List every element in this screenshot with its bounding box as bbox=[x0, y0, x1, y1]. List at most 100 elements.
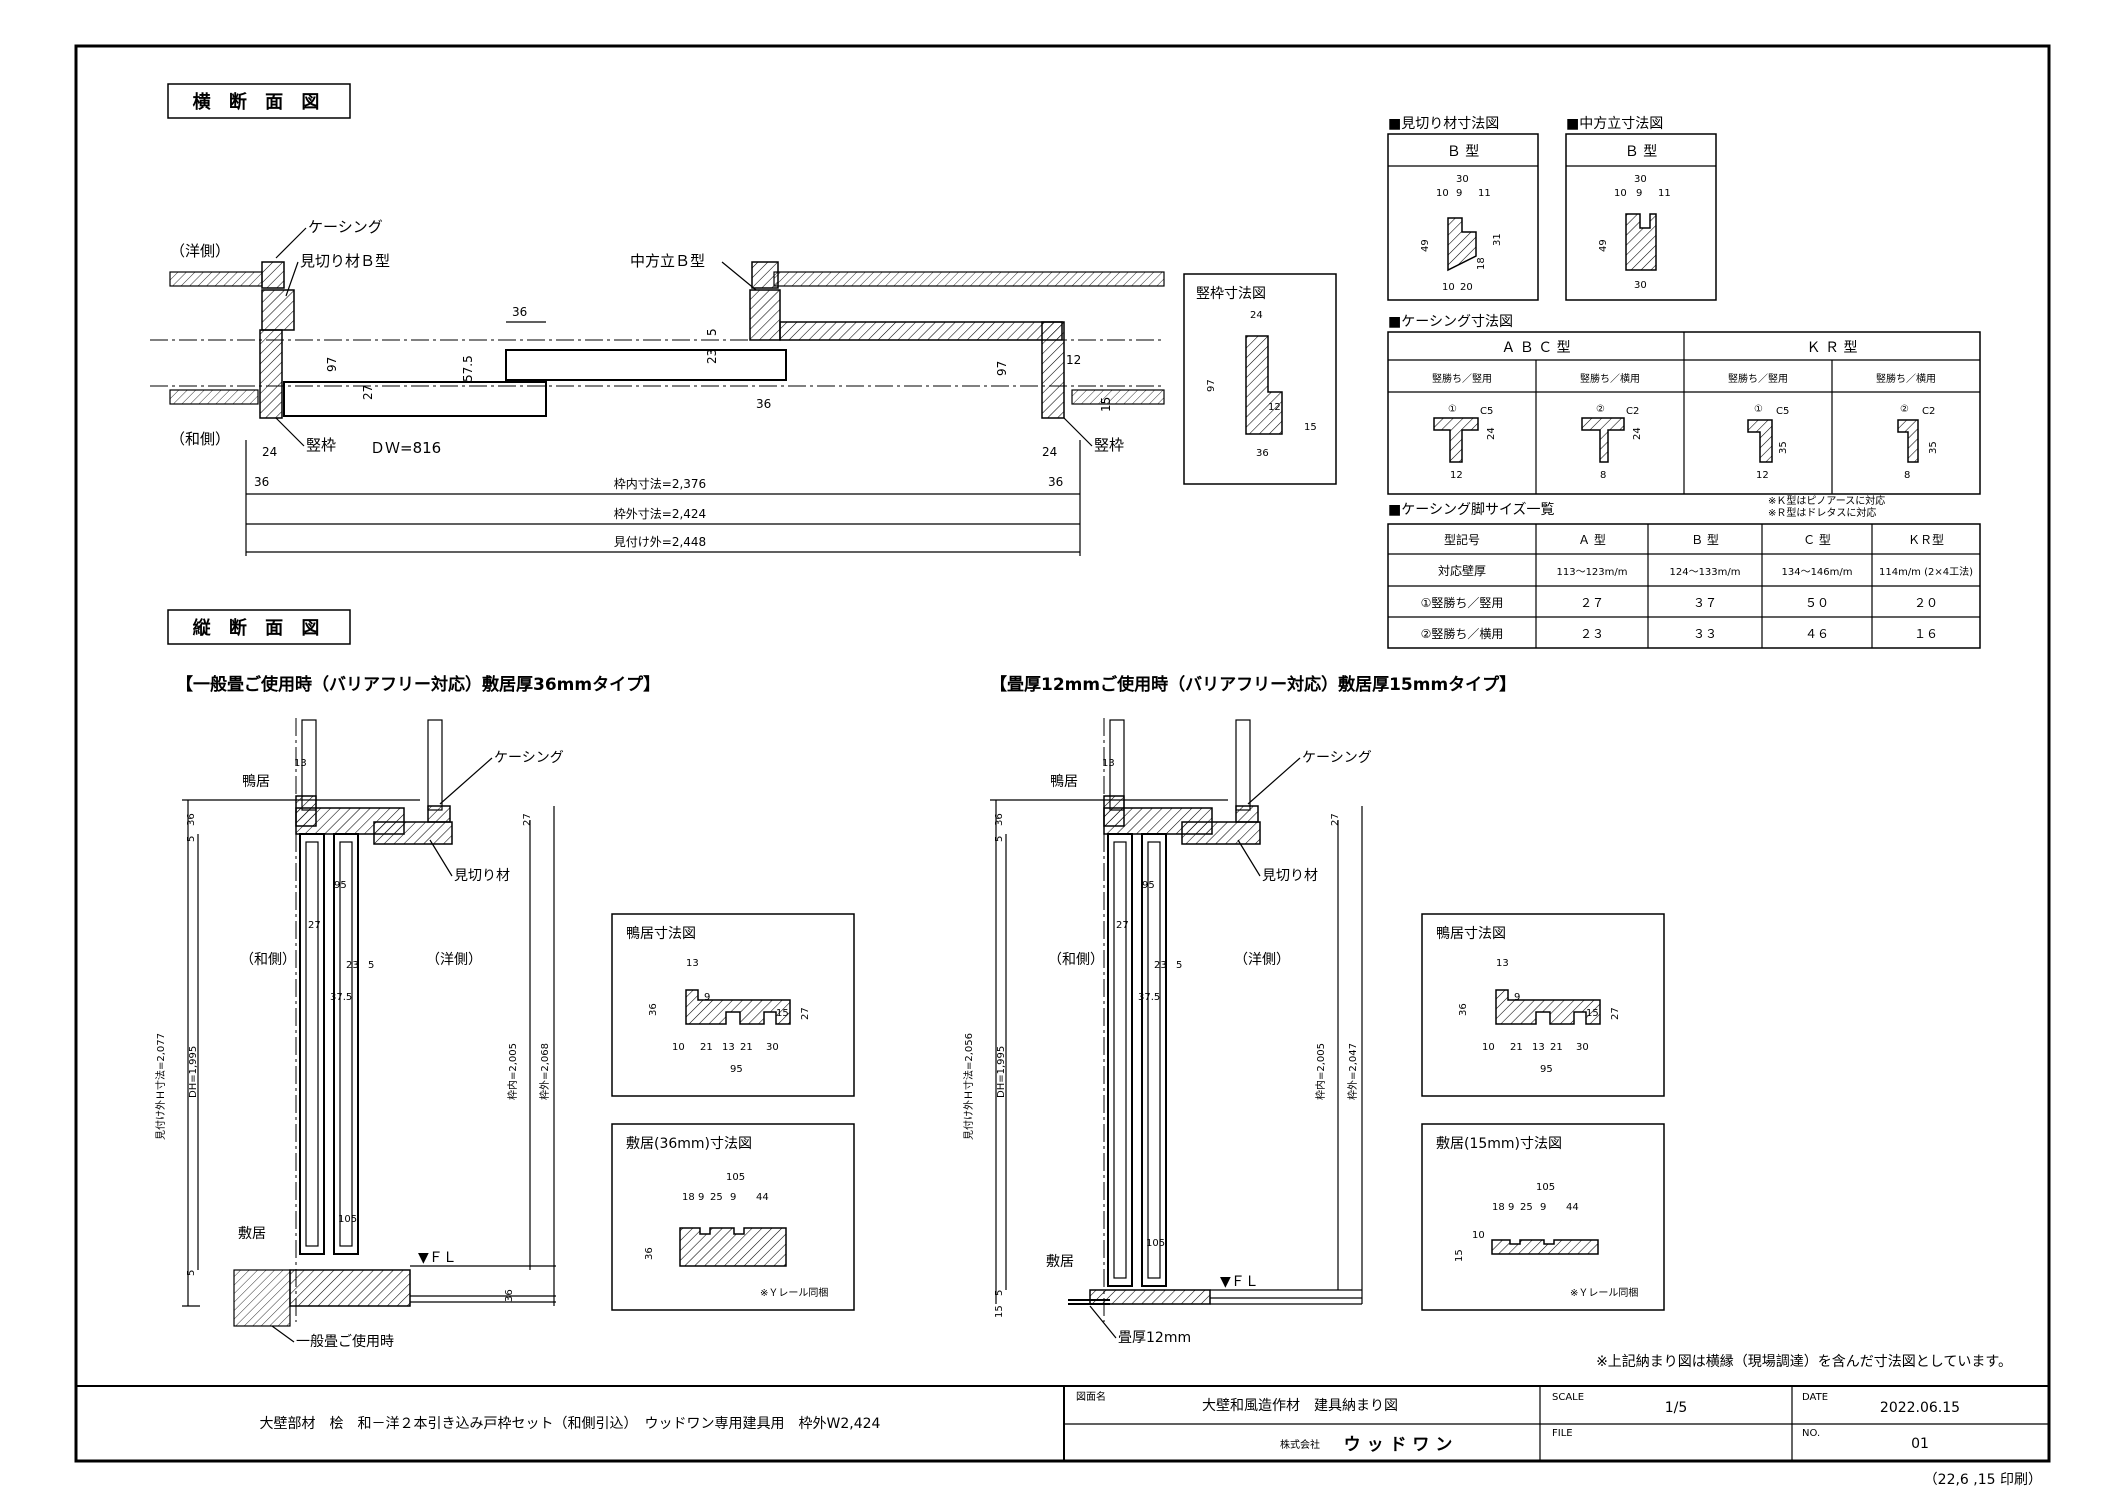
casing-c4-c: C2 bbox=[1922, 406, 1935, 417]
mikiri-d9: 9 bbox=[1456, 188, 1462, 199]
kamoi-right-d27: 27 bbox=[1610, 1007, 1621, 1020]
left-wa: （和側） bbox=[240, 952, 296, 968]
size-note-2: ※Ｒ型はドレタスに対応 bbox=[1768, 506, 1876, 519]
shikii-right-d10: 10 bbox=[1472, 1230, 1485, 1241]
shikii-left-t3: 9 bbox=[730, 1192, 736, 1203]
section-title-box bbox=[167, 609, 351, 645]
shikii-right-d15: 15 bbox=[1454, 1249, 1465, 1262]
left-d27: 27 bbox=[522, 813, 533, 826]
mikiri-d10: 10 bbox=[1436, 188, 1449, 199]
kamoi-left-d9: 9 bbox=[704, 992, 710, 1003]
size-r0c3: 134～146m/m bbox=[1781, 567, 1852, 578]
shikii-detail-right-box bbox=[1421, 1123, 1665, 1311]
casing-shape-2 bbox=[1581, 417, 1625, 463]
casing-shape-1 bbox=[1433, 417, 1479, 463]
kamoi-right-d95: 95 bbox=[1540, 1064, 1553, 1075]
leader-tatewaku-r bbox=[1063, 417, 1093, 447]
door-panel-west bbox=[505, 349, 787, 381]
plan-inner: 枠内寸法=2,376 bbox=[614, 477, 706, 491]
left-d27b: 27 bbox=[308, 920, 321, 931]
shikii-left-t2: 25 bbox=[710, 1192, 723, 1203]
leader-naka bbox=[721, 261, 757, 291]
casing-c2-b: 8 bbox=[1600, 470, 1606, 481]
footer-file-label: FILE bbox=[1552, 1428, 1573, 1439]
plan-dim-12: 12 bbox=[1066, 353, 1081, 367]
kamoi-left-d15: 15 bbox=[776, 1008, 789, 1019]
size-r0c1: 113～123m/m bbox=[1556, 567, 1627, 578]
plan-mitsuke: 見付け外=2,448 bbox=[614, 535, 706, 549]
size-r0c0: 対応壁厚 bbox=[1438, 563, 1486, 578]
right-tatami-leader bbox=[1089, 1305, 1117, 1339]
casing-c2-mark: ② bbox=[1596, 404, 1605, 415]
left-mitsuke-h: 見付け外Ｈ寸法=2,077 bbox=[154, 1033, 167, 1140]
naka-detail-box bbox=[1565, 133, 1717, 301]
plan-dim-575: 57.5 bbox=[461, 355, 475, 382]
left-tatami: 一般畳ご使用時 bbox=[296, 1333, 394, 1350]
plan-dim-36: 36 bbox=[512, 305, 527, 319]
shikii-left-t4: 44 bbox=[756, 1192, 769, 1203]
kamoi-detail-right-box bbox=[1421, 913, 1665, 1097]
shikii-left-d36: 36 bbox=[644, 1247, 655, 1260]
footer-no: 01 bbox=[1911, 1436, 1929, 1452]
shikii-right-shape bbox=[1491, 1239, 1599, 1255]
footer-note: ※上記納まり図は横縁（現場調達）を含んだ寸法図としています。 bbox=[1596, 1353, 2012, 1370]
footer-no-label: NO. bbox=[1802, 1428, 1820, 1439]
left-outer: 枠外=2,068 bbox=[538, 1043, 551, 1100]
plan-western-side: （洋側） bbox=[170, 242, 230, 260]
right-mikiri: 見切り材 bbox=[1262, 868, 1318, 884]
mikiri-detail-type: Ｂ 型 bbox=[1447, 144, 1479, 160]
kamoi-left-shape bbox=[685, 989, 791, 1025]
mikiri-d20: 20 bbox=[1460, 282, 1473, 293]
right-inner: 枠内=2,005 bbox=[1314, 1043, 1327, 1100]
shikii-right-t1: 9 bbox=[1508, 1202, 1514, 1213]
size-r1c1: ２７ bbox=[1580, 596, 1604, 610]
casing-abc: Ａ Ｂ Ｃ 型 bbox=[1501, 340, 1570, 356]
shikii-left-title: 敷居(36mm)寸法図 bbox=[626, 1136, 752, 1152]
shikii-right-t3: 9 bbox=[1540, 1202, 1546, 1213]
plan-dim-97b: 97 bbox=[995, 361, 1009, 376]
head-piece bbox=[779, 321, 1063, 341]
plan-japanese-side: （和側） bbox=[170, 430, 230, 448]
plan-dim-36c: 36 bbox=[254, 475, 269, 489]
tatewaku-detail-97: 97 bbox=[1206, 379, 1217, 392]
plan-dim-36d: 36 bbox=[1048, 475, 1063, 489]
kamoi-left-d36: 36 bbox=[648, 1003, 659, 1016]
size-table-title: ■ケーシング脚サイズ一覧 bbox=[1388, 501, 1555, 518]
size-h1: Ａ 型 bbox=[1578, 533, 1606, 547]
footer-scale: 1/5 bbox=[1665, 1400, 1688, 1416]
footer-company-small: 株式会社 bbox=[1280, 1438, 1320, 1451]
casing-c3-mark: ① bbox=[1754, 404, 1763, 415]
size-h3: Ｃ 型 bbox=[1803, 533, 1831, 547]
plan-naka-label: 中方立Ｂ型 bbox=[630, 252, 705, 270]
casing-kr: Ｋ Ｒ 型 bbox=[1807, 340, 1858, 356]
tatewaku-detail-36: 36 bbox=[1256, 448, 1269, 459]
right-casing-leader bbox=[1247, 757, 1301, 805]
right-heading: 【畳厚12mmご使用時（バリアフリー対応）敷居厚15mmタイプ】 bbox=[990, 674, 1516, 695]
naka-d30: 30 bbox=[1634, 174, 1647, 185]
size-r2c0: ②竪勝ち／横用 bbox=[1421, 626, 1504, 641]
footer-scale-label: SCALE bbox=[1552, 1392, 1584, 1403]
shikii-right-note: ※Ｙレール同梱 bbox=[1570, 1286, 1638, 1299]
shikii-left-d105: 105 bbox=[726, 1172, 745, 1183]
mikiri-d11: 11 bbox=[1478, 188, 1491, 199]
right-d5b: 5 bbox=[1176, 960, 1182, 971]
tatewaku-detail-24: 24 bbox=[1250, 310, 1263, 321]
plan-dim-15: 15 bbox=[1099, 397, 1113, 412]
size-h0: 型記号 bbox=[1444, 532, 1480, 547]
footer-printed: （22,6 ,15 印刷） bbox=[1924, 1472, 2042, 1488]
right-d5: 5 bbox=[994, 836, 1005, 842]
size-r0c2: 124～133m/m bbox=[1669, 567, 1740, 578]
size-h2: Ｂ 型 bbox=[1691, 533, 1719, 547]
size-h4: ＫＲ型 bbox=[1908, 533, 1944, 547]
size-r2c3: ４６ bbox=[1805, 627, 1829, 641]
casing-col-label-4: 竪勝ち／横用 bbox=[1876, 372, 1936, 385]
kamoi-left-b0: 10 bbox=[672, 1042, 685, 1053]
sheet-border bbox=[74, 44, 2051, 1463]
casing-shape-4 bbox=[1897, 419, 1919, 463]
size-r1c3: ５０ bbox=[1805, 596, 1829, 610]
wall-west-left bbox=[169, 271, 263, 287]
casing-c3-w: 35 bbox=[1778, 441, 1789, 454]
left-d36b: 36 bbox=[504, 1289, 515, 1302]
nakahoudate bbox=[749, 289, 781, 341]
left-section-drawing bbox=[182, 718, 556, 1327]
